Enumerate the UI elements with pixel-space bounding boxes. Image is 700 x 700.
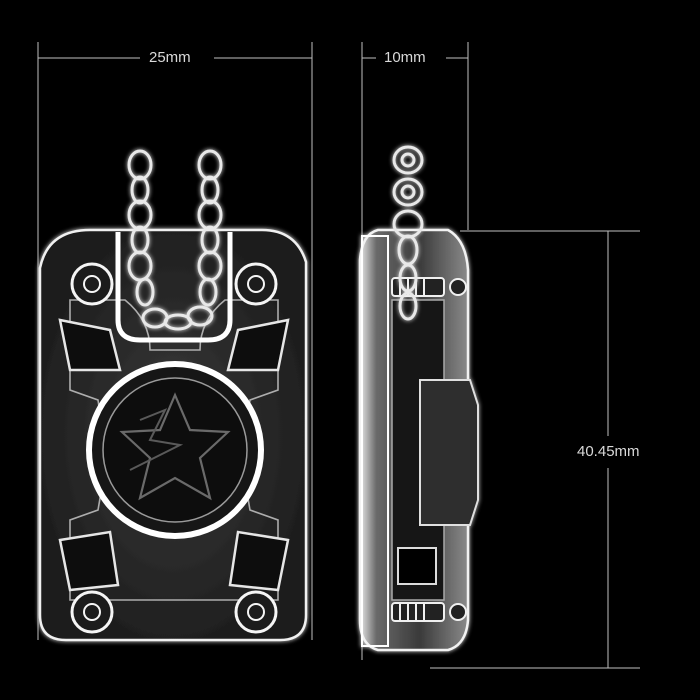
thickness-dimension-label: 10mm: [381, 50, 429, 66]
front-notch-left-top: [58, 318, 122, 372]
side-view: [358, 228, 479, 652]
side-chain: [392, 145, 424, 321]
side-screw-bottom: [391, 602, 467, 622]
front-notch-right-top: [226, 318, 290, 372]
front-screw-top-right: [234, 262, 278, 306]
front-view: [38, 228, 308, 642]
side-bottom-cutout: [397, 547, 437, 585]
star-emblem-icon: [119, 392, 231, 501]
front-screw-top-left: [70, 262, 114, 306]
front-screw-bottom-left: [70, 590, 114, 634]
front-notch-right-bottom: [228, 530, 290, 592]
front-screw-bottom-right: [234, 590, 278, 634]
width-dimension-label: 25mm: [146, 50, 194, 66]
front-chain: [127, 149, 223, 331]
height-dimension-label: 40.45mm: [574, 444, 643, 460]
front-chain-slot: [115, 232, 233, 343]
front-coin-inner: [102, 377, 248, 523]
side-coin-profile: [419, 379, 479, 526]
front-notch-left-bottom: [58, 530, 120, 592]
side-plate-front: [361, 235, 389, 647]
emblem-glyph: [129, 408, 184, 471]
